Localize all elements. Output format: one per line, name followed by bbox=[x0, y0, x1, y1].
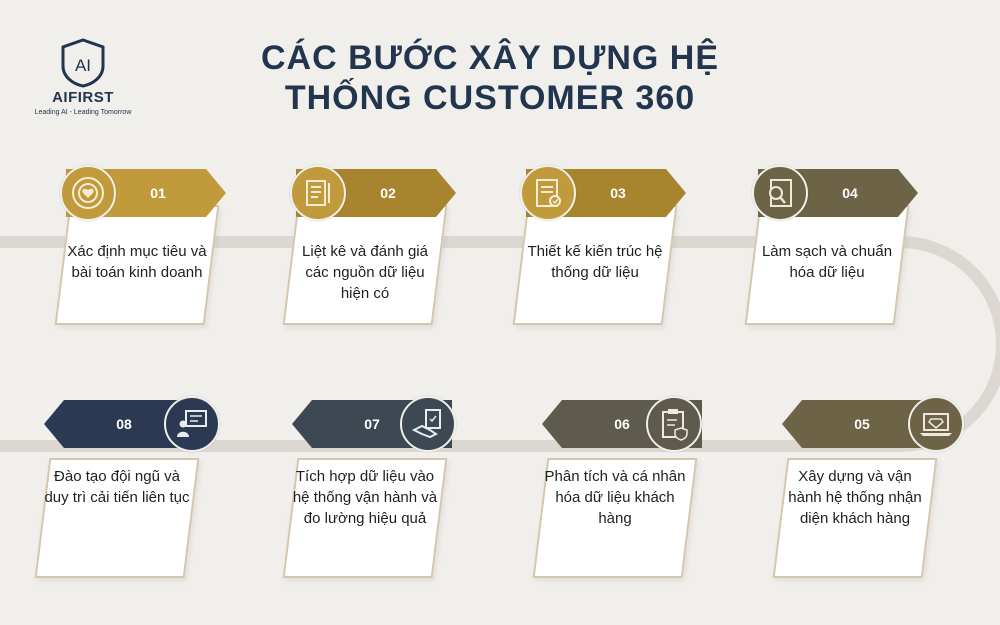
step-badge-04 bbox=[752, 165, 808, 221]
target-heart-icon bbox=[72, 177, 104, 209]
step-badge-02 bbox=[290, 165, 346, 221]
brand-logo: AI AIFIRST Leading AI - Leading Tomorrow bbox=[28, 38, 138, 116]
logo-mark-letters: AI bbox=[75, 56, 91, 75]
step-number-06: 06 bbox=[614, 416, 630, 432]
step-badge-03 bbox=[520, 165, 576, 221]
step-badge-06 bbox=[646, 396, 702, 452]
step-badge-08 bbox=[164, 396, 220, 452]
clipboard-shield-icon bbox=[662, 409, 688, 441]
step-text-04: Làm sạch và chuẩn hóa dữ liệu bbox=[761, 243, 893, 281]
presenter-board-icon bbox=[177, 410, 207, 437]
step-number-01: 01 bbox=[150, 185, 166, 201]
document-check-icon bbox=[536, 179, 561, 207]
document-search-icon bbox=[769, 179, 792, 207]
step-text-05: Xây dựng và vận hành hệ thống nhận diện … bbox=[788, 468, 922, 527]
step-number-05: 05 bbox=[854, 416, 870, 432]
page-title: CÁC BƯỚC XÂY DỰNG HỆ THỐNG CUSTOMER 360 bbox=[260, 39, 720, 117]
step-badge-05 bbox=[908, 396, 964, 452]
handshake-document-icon bbox=[411, 409, 441, 439]
step-badge-01 bbox=[60, 165, 116, 221]
shield-logo-icon: AI bbox=[61, 38, 105, 88]
document-list-icon bbox=[306, 180, 330, 206]
laptop-diamond-icon bbox=[920, 413, 952, 436]
step-tag-05: 05 bbox=[782, 400, 942, 448]
brand-name: AIFIRST bbox=[52, 89, 114, 106]
brand-tagline: Leading AI - Leading Tomorrow bbox=[34, 109, 132, 116]
step-number-07: 07 bbox=[364, 416, 380, 432]
step-tag-08: 08 bbox=[44, 400, 204, 448]
step-text-07: Tích hợp dữ liệu vào hệ thống vận hành v… bbox=[292, 468, 438, 527]
step-text-03: Thiết kế kiến trúc hệ thống dữ liệu bbox=[527, 243, 663, 281]
step-number-02: 02 bbox=[380, 185, 396, 201]
step-badge-07 bbox=[400, 396, 456, 452]
step-text-01: Xác định mục tiêu và bài toán kinh doanh bbox=[67, 243, 207, 281]
step-number-08: 08 bbox=[116, 416, 132, 432]
step-number-03: 03 bbox=[610, 185, 626, 201]
step-text-06: Phân tích và cá nhân hóa dữ liệu khách h… bbox=[544, 468, 686, 527]
step-number-04: 04 bbox=[842, 185, 858, 201]
step-text-02: Liệt kê và đánh giá các nguồn dữ liệu hi… bbox=[302, 243, 428, 302]
step-text-08: Đào tạo đội ngũ và duy trì cải tiến liên… bbox=[44, 468, 190, 506]
